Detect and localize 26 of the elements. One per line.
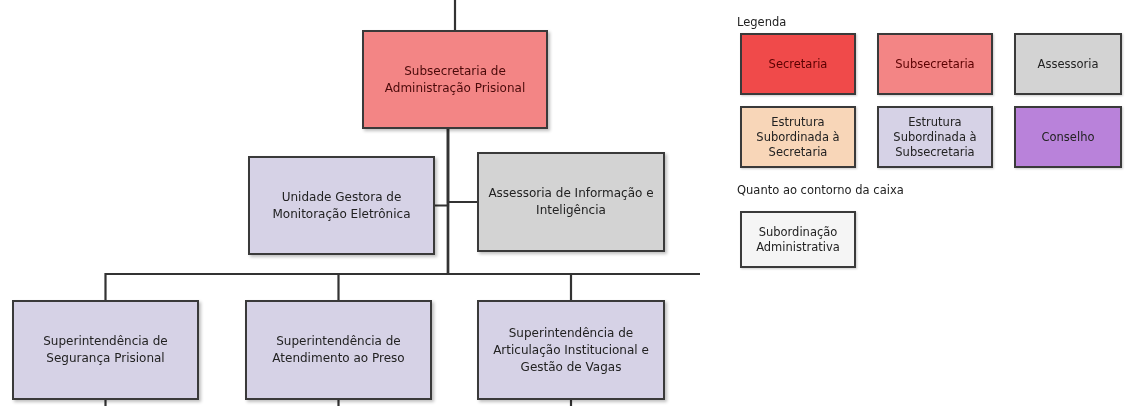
legend-text: Subsecretaria (895, 56, 975, 72)
legend-text: Estrutura Subordinada à Secretaria (755, 114, 841, 160)
legend-subtitle: Quanto ao contorno da caixa (737, 183, 904, 197)
connector-line (453, 0, 457, 30)
connector-line (446, 129, 700, 276)
legend-text: Assessoria (1037, 56, 1099, 72)
unit-name: Unidade Gestora de Monitoração Eletrônica (271, 188, 412, 223)
connector-line (337, 400, 340, 406)
org-unit-box (12, 300, 199, 400)
legend-text: Subordinação Administrativa (755, 224, 841, 255)
unit-name: Subsecretaria de Administração Prisional (383, 62, 527, 97)
legend-text: Estrutura Subordinada à Subsecretaria (892, 114, 978, 160)
unit-name: Assessoria de Informação e Inteligência (487, 185, 655, 219)
connector-line (104, 400, 107, 406)
unit-name: Superintendência de Segurança Prisional (42, 333, 169, 367)
org-unit-box (477, 152, 665, 252)
org-unit-box (248, 156, 435, 255)
unit-name: Superintendência de Articulação Institucional e Gestão de Vagas (492, 324, 650, 376)
legend-text: Secretaria (768, 56, 828, 72)
org-unit-box (477, 300, 665, 400)
legend-text: Conselho (1041, 129, 1095, 145)
legend-title: Legenda (737, 15, 787, 29)
org-unit-box (362, 30, 548, 129)
unit-name: Superintendência de Atendimento ao Preso (271, 333, 406, 367)
connector-line (569, 400, 573, 406)
org-unit-box (245, 300, 432, 400)
